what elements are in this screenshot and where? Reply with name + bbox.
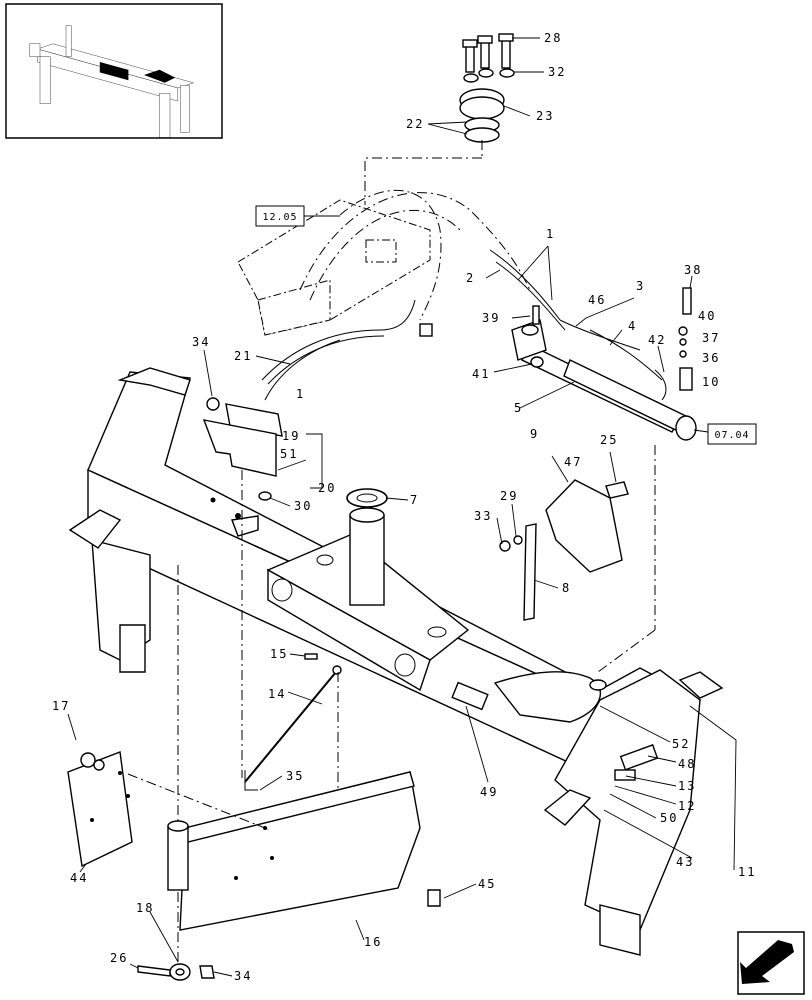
phantom-hitch-outline (237, 189, 531, 336)
reference-box-right[interactable]: 07.04 (707, 423, 757, 445)
support-rod (244, 653, 342, 791)
main-frame (68, 367, 724, 956)
callout-33: 33 (474, 509, 492, 523)
callout-32: 32 (548, 65, 566, 79)
callout-34-upper: 34 (192, 335, 210, 349)
callout-22: 22 (406, 117, 424, 131)
callout-1-upper: 1 (546, 227, 555, 241)
callout-2: 2 (466, 271, 475, 285)
callout-38: 38 (684, 263, 702, 277)
callout-35: 35 (286, 769, 304, 783)
callout-25: 25 (600, 433, 618, 447)
bottom-hardware (137, 963, 215, 981)
callout-labels: 28 32 22 23 1 2 3 46 38 40 39 4 42 37 36… (52, 31, 756, 983)
callout-40: 40 (698, 309, 716, 323)
hydraulic-hoses (261, 249, 663, 401)
callout-48: 48 (678, 757, 696, 771)
callout-42: 42 (648, 333, 666, 347)
callout-39: 39 (482, 311, 500, 325)
reference-left-text: 12.05 (262, 212, 297, 223)
callout-5: 5 (514, 401, 523, 415)
callout-47: 47 (564, 455, 582, 469)
callout-4: 4 (628, 319, 637, 333)
hydraulic-cylinder (511, 287, 697, 441)
callout-34-lower: 34 (234, 969, 252, 983)
callout-3: 3 (636, 279, 645, 293)
callout-20: 20 (318, 481, 336, 495)
callout-1-lower: 1 (296, 387, 305, 401)
callout-8: 8 (562, 581, 571, 595)
callout-45: 45 (478, 877, 496, 891)
reference-box-left[interactable]: 12.05 (255, 205, 305, 227)
callout-10: 10 (702, 375, 720, 389)
callout-15: 15 (270, 647, 288, 661)
strap-bar (499, 523, 537, 621)
next-page-arrow-icon[interactable] (737, 931, 805, 995)
callout-12: 12 (678, 799, 696, 813)
callout-30: 30 (294, 499, 312, 513)
callout-23: 23 (536, 109, 554, 123)
callout-49: 49 (480, 785, 498, 799)
mounting-plate-group (459, 33, 515, 158)
callout-19: 19 (282, 429, 300, 443)
shield-panel (545, 479, 629, 573)
callout-17: 17 (52, 699, 70, 713)
callout-18: 18 (136, 901, 154, 915)
callout-21: 21 (234, 349, 252, 363)
mounting-plate-44 (67, 751, 133, 868)
callout-46: 46 (588, 293, 606, 307)
callout-51: 51 (280, 447, 298, 461)
bracket-plate (202, 397, 283, 537)
callout-29: 29 (500, 489, 518, 503)
callout-43: 43 (676, 855, 694, 869)
callout-50: 50 (660, 811, 678, 825)
callout-28: 28 (544, 31, 562, 45)
callout-14: 14 (268, 687, 286, 701)
callout-11: 11 (738, 865, 756, 879)
callout-36: 36 (702, 351, 720, 365)
callout-9: 9 (530, 427, 539, 441)
reference-right-text: 07.04 (714, 430, 749, 441)
assembly-thumbnail[interactable] (5, 3, 223, 139)
fender-panel (167, 771, 441, 931)
callout-16: 16 (364, 935, 382, 949)
callout-52: 52 (672, 737, 690, 751)
callout-37: 37 (702, 331, 720, 345)
callout-7: 7 (410, 493, 419, 507)
callout-41: 41 (472, 367, 490, 381)
callout-13: 13 (678, 779, 696, 793)
callout-26: 26 (110, 951, 128, 965)
callout-44: 44 (70, 871, 88, 885)
leader-lines (67, 37, 737, 977)
